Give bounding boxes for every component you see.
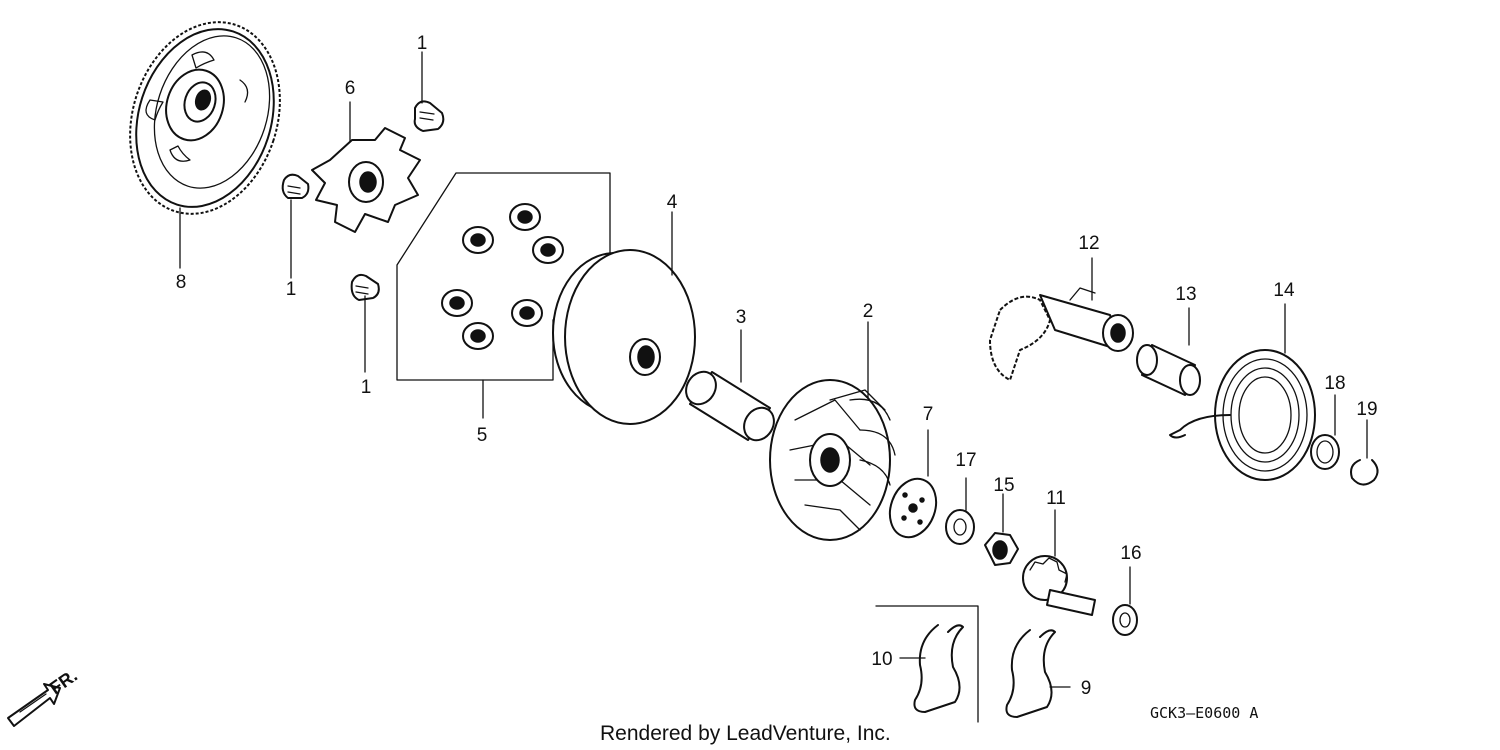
callout-7[interactable]: 7: [923, 404, 934, 425]
part-14-kick-spring[interactable]: [1169, 303, 1316, 481]
callout-5[interactable]: 5: [477, 425, 488, 446]
callout-2[interactable]: 2: [863, 301, 874, 322]
part-10-clip[interactable]: [875, 605, 979, 723]
part-3-collar[interactable]: [680, 329, 780, 446]
part-1-slider-top[interactable]: [413, 51, 445, 132]
callout-19[interactable]: 19: [1356, 399, 1377, 420]
part-17-washer[interactable]: [945, 477, 975, 545]
callout-3[interactable]: 3: [736, 307, 747, 328]
callout-9[interactable]: 9: [1081, 678, 1092, 699]
callout-15[interactable]: 15: [993, 475, 1014, 496]
part-1-slider-bottom[interactable]: [350, 273, 380, 373]
callout-11[interactable]: 11: [1046, 488, 1066, 509]
callout-4[interactable]: 4: [667, 192, 678, 213]
part-7-washer-plate[interactable]: [882, 429, 944, 544]
callout-1-top[interactable]: 1: [417, 33, 428, 54]
callout-12[interactable]: 12: [1078, 233, 1099, 254]
front-arrow-icon: [7, 683, 61, 727]
part-16-washer[interactable]: [1112, 566, 1138, 636]
part-11-starter-pinion[interactable]: [1022, 509, 1096, 616]
part-1-slider-left[interactable]: [281, 173, 310, 279]
callout-17[interactable]: 17: [955, 450, 976, 471]
part-4-movable-drive-face[interactable]: [552, 211, 696, 425]
part-8-gear[interactable]: [106, 3, 304, 269]
callout-1-left[interactable]: 1: [286, 279, 297, 300]
callout-6[interactable]: 6: [345, 78, 356, 99]
callout-18[interactable]: 18: [1324, 373, 1345, 394]
callout-14[interactable]: 14: [1273, 280, 1295, 301]
callout-1-bottom[interactable]: 1: [361, 377, 372, 398]
part-9-clip[interactable]: [1005, 629, 1071, 718]
credit-text: Rendered by LeadVenture, Inc.: [600, 722, 891, 745]
callout-8[interactable]: 8: [176, 272, 187, 293]
part-19-circlip[interactable]: [1350, 419, 1379, 486]
part-5-weight-rollers[interactable]: [396, 172, 611, 419]
part-2-drive-face-fan[interactable]: [769, 321, 896, 541]
part-6-ramp-plate[interactable]: [311, 101, 421, 233]
part-13-collar[interactable]: [1136, 307, 1201, 396]
diagram-code: GCK3–E0600 A: [1150, 704, 1258, 722]
callout-13[interactable]: 13: [1175, 284, 1196, 305]
callout-16[interactable]: 16: [1120, 543, 1141, 564]
callout-10[interactable]: 10: [871, 649, 892, 670]
part-18-washer[interactable]: [1310, 394, 1340, 470]
part-12-kick-spindle[interactable]: [989, 257, 1134, 381]
part-15-nut[interactable]: [984, 493, 1019, 566]
